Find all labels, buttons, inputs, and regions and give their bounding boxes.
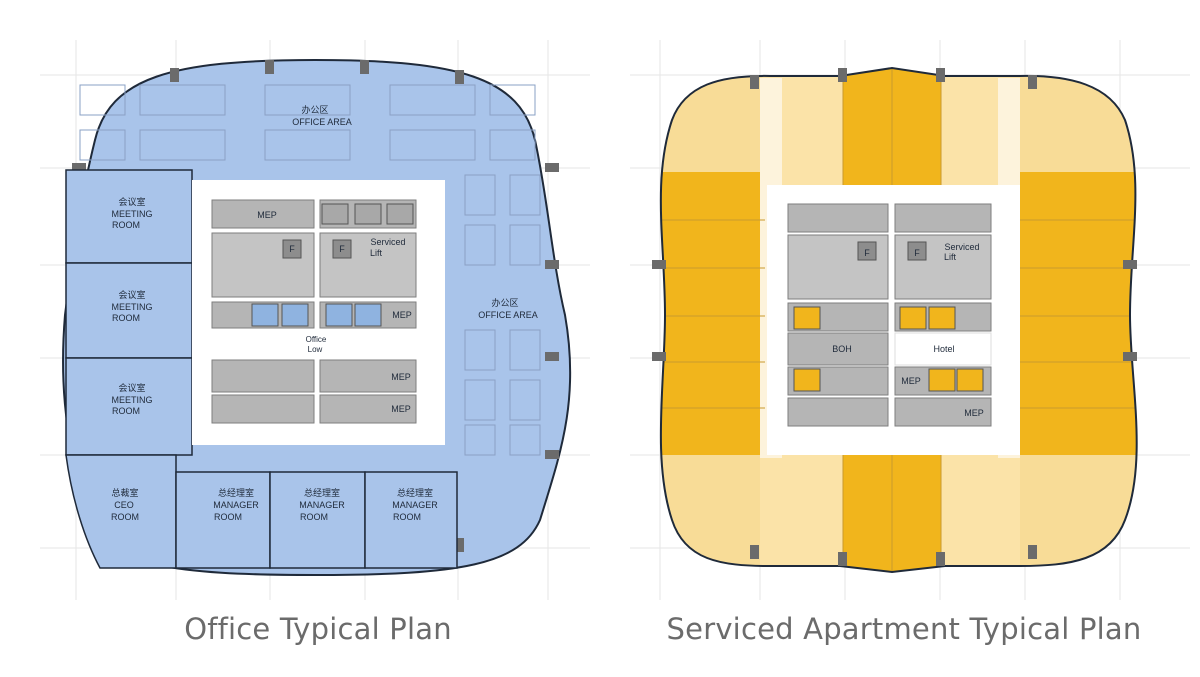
office-bottom-rooms <box>65 454 458 569</box>
apartment-core <box>787 203 992 427</box>
meeting-room-1-cn: 会议室 <box>118 196 145 207</box>
meeting-room-3-en2: ROOM <box>112 406 140 416</box>
apartment-core-boh: BOH <box>832 344 852 354</box>
apartment-plan-caption: Serviced Apartment Typical Plan <box>666 612 1142 646</box>
office-workstations-right <box>464 174 541 456</box>
meeting-room-2-en1: MEETING <box>111 302 152 312</box>
office-core-mep-top: MEP <box>257 210 277 220</box>
meeting-room-1 <box>65 169 193 264</box>
office-core-serviced-lift-2: Lift <box>370 248 383 258</box>
ceo-room-en1: CEO <box>114 500 134 510</box>
meeting-room-3 <box>65 357 193 456</box>
office-core-mep-mid: MEP <box>392 310 412 320</box>
manager-room-1-en1: MANAGER <box>213 500 259 510</box>
meeting-room-2-en2: ROOM <box>112 313 140 323</box>
ceo-room-en2: ROOM <box>111 512 139 522</box>
office-core-serviced-lift-1: Serviced <box>370 237 405 247</box>
office-plan-caption: Office Typical Plan <box>184 612 452 646</box>
manager-room-1 <box>175 471 271 569</box>
manager-room-1-cn: 总经理室 <box>218 487 254 498</box>
apartment-plan-drawing: F F Serviced Lift BOH Hotel MEP MEP <box>630 40 1190 600</box>
office-workstations-top <box>79 84 536 161</box>
office-core-fire-right: F <box>339 244 345 254</box>
office-area-top-en: OFFICE AREA <box>292 117 352 127</box>
office-core-mep-low-1: MEP <box>391 372 411 382</box>
ceo-room-cn: 总裁室 <box>111 487 138 498</box>
manager-room-2-en1: MANAGER <box>299 500 345 510</box>
apartment-core-mep-1: MEP <box>901 376 921 386</box>
office-core-fire-left: F <box>289 244 295 254</box>
meeting-room-2 <box>65 262 193 359</box>
apartment-columns <box>652 68 1137 566</box>
ceo-room-shape <box>65 454 177 569</box>
manager-room-3-en2: ROOM <box>393 512 421 522</box>
manager-room-1-en2: ROOM <box>214 512 242 522</box>
apartment-core-mep-2: MEP <box>964 408 984 418</box>
office-core <box>211 199 417 424</box>
office-area-top-cn: 办公区 <box>301 104 328 115</box>
office-plan: 办公区 OFFICE AREA 办公区 OFFICE AREA 会议室 MEET… <box>40 40 590 646</box>
manager-room-2-en2: ROOM <box>300 512 328 522</box>
apartment-core-serviced-lift-2: Lift <box>944 252 957 262</box>
apartment-core-hotel: Hotel <box>933 344 954 354</box>
apartment-core-fire-left: F <box>864 248 870 258</box>
apartment-floor-outline <box>659 66 1138 574</box>
office-area-right-en: OFFICE AREA <box>478 310 538 320</box>
manager-room-2-cn: 总经理室 <box>304 487 340 498</box>
meeting-room-3-cn: 会议室 <box>118 382 145 393</box>
manager-room-3 <box>364 471 458 569</box>
office-area-right-cn: 办公区 <box>491 297 518 308</box>
meeting-room-3-en1: MEETING <box>111 395 152 405</box>
office-core-office-low-1: Office <box>306 335 327 344</box>
manager-room-3-en1: MANAGER <box>392 500 438 510</box>
office-meeting-rooms <box>65 169 193 456</box>
manager-room-3-cn: 总经理室 <box>397 487 433 498</box>
apartment-core-serviced-lift-1: Serviced <box>944 242 979 252</box>
apartment-plan: F F Serviced Lift BOH Hotel MEP MEP Serv… <box>600 0 1200 677</box>
meeting-room-1-en1: MEETING <box>111 209 152 219</box>
meeting-room-1-en2: ROOM <box>112 220 140 230</box>
meeting-room-2-cn: 会议室 <box>118 289 145 300</box>
apartment-core-fire-right: F <box>914 248 920 258</box>
office-core-mep-low-2: MEP <box>391 404 411 414</box>
office-core-office-low-2: Low <box>308 345 323 354</box>
office-plan-drawing: 办公区 OFFICE AREA 办公区 OFFICE AREA 会议室 MEET… <box>40 40 590 600</box>
